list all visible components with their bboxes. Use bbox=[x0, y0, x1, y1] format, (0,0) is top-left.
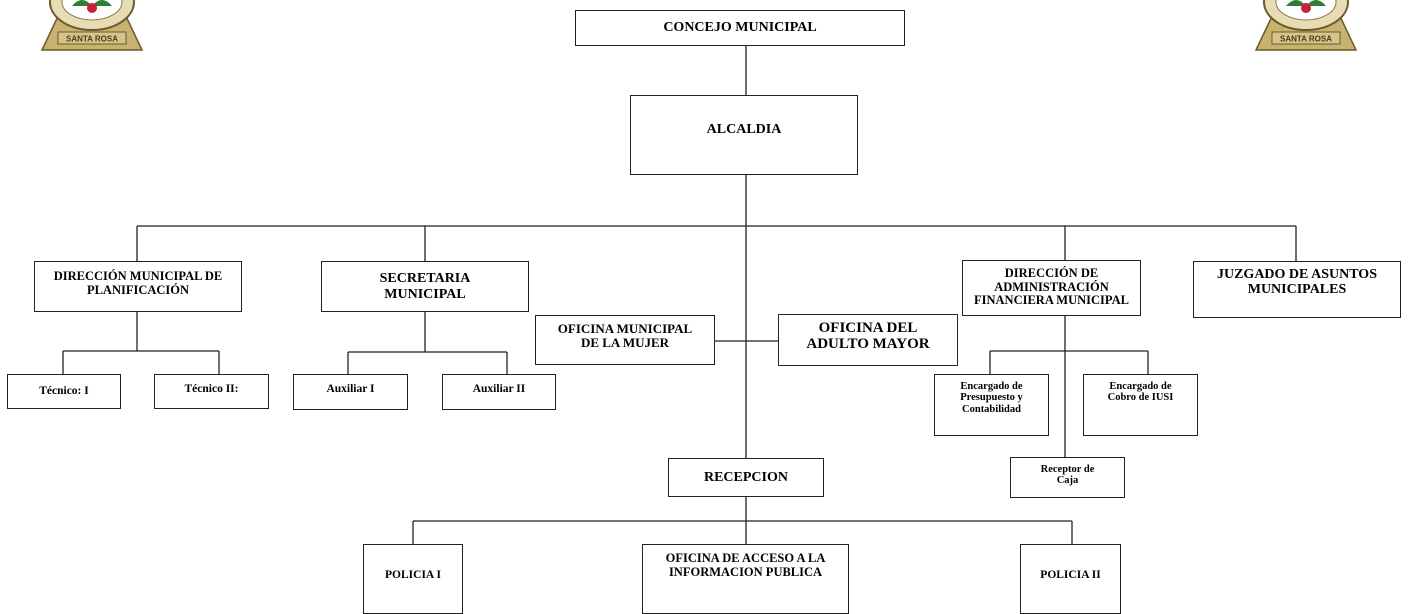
box-concejo-municipal: CONCEJO MUNICIPAL bbox=[575, 10, 905, 46]
label-encargado-presupuesto: Encargado de Presupuesto y Contabilidad bbox=[960, 381, 1023, 415]
box-oficina-mujer: OFICINA MUNICIPAL DE LA MUJER bbox=[535, 315, 715, 365]
label-direccion-financiera: DIRECCIÓN DE ADMINISTRACIÓN FINANCIERA M… bbox=[974, 266, 1129, 307]
box-tecnico-1: Técnico: I bbox=[7, 374, 121, 409]
box-receptor-caja: Receptor de Caja bbox=[1010, 457, 1125, 498]
label-recepcion: RECEPCION bbox=[703, 469, 788, 485]
crest-caption-right: SANTA ROSA bbox=[1280, 35, 1332, 44]
label-encargado-iusi: Encargado de Cobro de IUSI bbox=[1107, 381, 1174, 404]
box-auxiliar-2: Auxiliar II bbox=[442, 374, 556, 410]
org-chart-connectors bbox=[62, 46, 1297, 544]
box-oficina-acceso-informacion: OFICINA DE ACCESO A LA INFORMACION PUBLI… bbox=[642, 544, 849, 614]
label-oficina-acceso-informacion: OFICINA DE ACCESO A LA INFORMACION PUBLI… bbox=[665, 551, 826, 579]
label-juzgado-asuntos-municipales: JUZGADO DE ASUNTOS MUNICIPALES bbox=[1216, 267, 1377, 298]
label-auxiliar-1: Auxiliar I bbox=[326, 383, 375, 395]
box-encargado-iusi: Encargado de Cobro de IUSI bbox=[1083, 374, 1198, 436]
label-oficina-mujer: OFICINA MUNICIPAL DE LA MUJER bbox=[557, 321, 693, 351]
municipal-crest-logo-left: SANTA ROSA bbox=[40, 0, 144, 51]
label-oficina-adulto-mayor: OFICINA DEL ADULTO MAYOR bbox=[806, 320, 930, 353]
box-direccion-financiera: DIRECCIÓN DE ADMINISTRACIÓN FINANCIERA M… bbox=[962, 260, 1141, 316]
box-policia-2: POLICIA II bbox=[1020, 544, 1121, 614]
label-direccion-planificacion: DIRECCIÓN MUNICIPAL DE PLANIFICACIÓN bbox=[53, 269, 223, 297]
label-tecnico-1: Técnico: I bbox=[39, 385, 89, 398]
municipal-crest-logo-right: SANTA ROSA bbox=[1254, 0, 1358, 51]
box-alcaldia: ALCALDIA bbox=[630, 95, 858, 175]
box-tecnico-2: Técnico II: bbox=[154, 374, 269, 409]
label-auxiliar-2: Auxiliar II bbox=[472, 383, 526, 395]
crest-caption-left: SANTA ROSA bbox=[66, 35, 118, 44]
label-tecnico-2: Técnico II: bbox=[184, 383, 239, 395]
label-policia-2: POLICIA II bbox=[1040, 569, 1101, 581]
label-policia-1: POLICIA I bbox=[385, 569, 441, 581]
label-concejo-municipal: CONCEJO MUNICIPAL bbox=[663, 20, 817, 36]
label-alcaldia: ALCALDIA bbox=[706, 122, 782, 137]
box-encargado-presupuesto: Encargado de Presupuesto y Contabilidad bbox=[934, 374, 1049, 436]
box-auxiliar-1: Auxiliar I bbox=[293, 374, 408, 410]
box-juzgado-asuntos-municipales: JUZGADO DE ASUNTOS MUNICIPALES bbox=[1193, 261, 1401, 318]
label-secretaria-municipal: SECRETARIA MUNICIPAL bbox=[379, 271, 471, 302]
box-policia-1: POLICIA I bbox=[363, 544, 463, 614]
box-oficina-adulto-mayor: OFICINA DEL ADULTO MAYOR bbox=[778, 314, 958, 366]
box-direccion-planificacion: DIRECCIÓN MUNICIPAL DE PLANIFICACIÓN bbox=[34, 261, 242, 312]
box-secretaria-municipal: SECRETARIA MUNICIPAL bbox=[321, 261, 529, 312]
box-recepcion: RECEPCION bbox=[668, 458, 824, 497]
label-receptor-caja: Receptor de Caja bbox=[1040, 464, 1095, 487]
